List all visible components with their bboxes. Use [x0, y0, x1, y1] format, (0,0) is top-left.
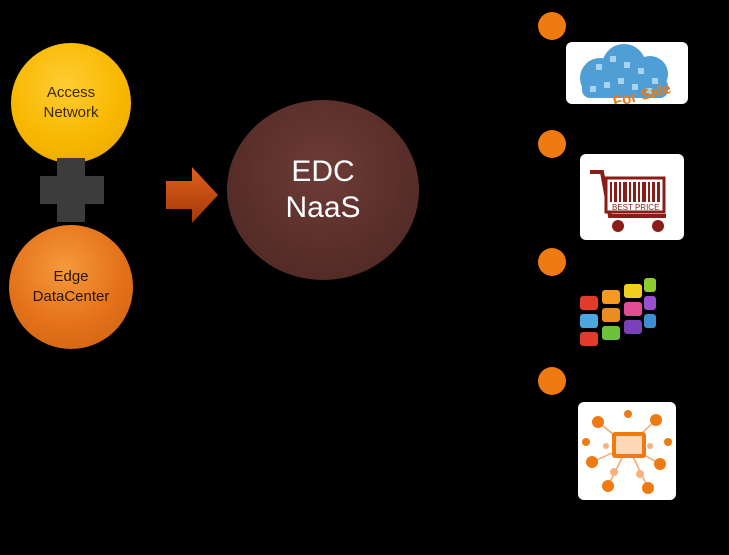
- bullet-dot-4: [538, 367, 566, 395]
- app-tiles-icon: [580, 278, 656, 346]
- shopping-cart-image: BEST PRICE: [580, 154, 684, 240]
- plus-icon-horizontal-bar: [40, 176, 104, 204]
- cloud-services-network-icon: [582, 410, 672, 494]
- edc-label: EDC: [291, 155, 355, 188]
- cloud-for-sale-image: For Sale: [566, 42, 688, 104]
- best-price-label: BEST PRICE: [612, 203, 659, 212]
- cloud-services-image: [578, 402, 676, 500]
- access-network-label-line1: Access: [46, 84, 96, 101]
- bullet-dot-1: [538, 12, 566, 40]
- bullet-dot-2: [538, 130, 566, 158]
- bullet-dot-3: [538, 248, 566, 276]
- cloud-for-sale-icon: For Sale: [580, 44, 673, 104]
- edge-datacenter-label-line1: Edge: [53, 268, 89, 285]
- edge-datacenter-node: Edge DataCenter: [9, 225, 133, 349]
- naas-label: NaaS: [285, 191, 361, 224]
- edge-datacenter-label-line2: DataCenter: [32, 288, 110, 305]
- shopping-cart-best-price-icon: BEST PRICE: [590, 170, 666, 232]
- access-network-label-line2: Network: [43, 104, 99, 121]
- right-arrow-icon: [166, 167, 218, 223]
- access-network-node: Access Network: [11, 43, 131, 163]
- edc-naas-node: EDC NaaS: [227, 100, 419, 280]
